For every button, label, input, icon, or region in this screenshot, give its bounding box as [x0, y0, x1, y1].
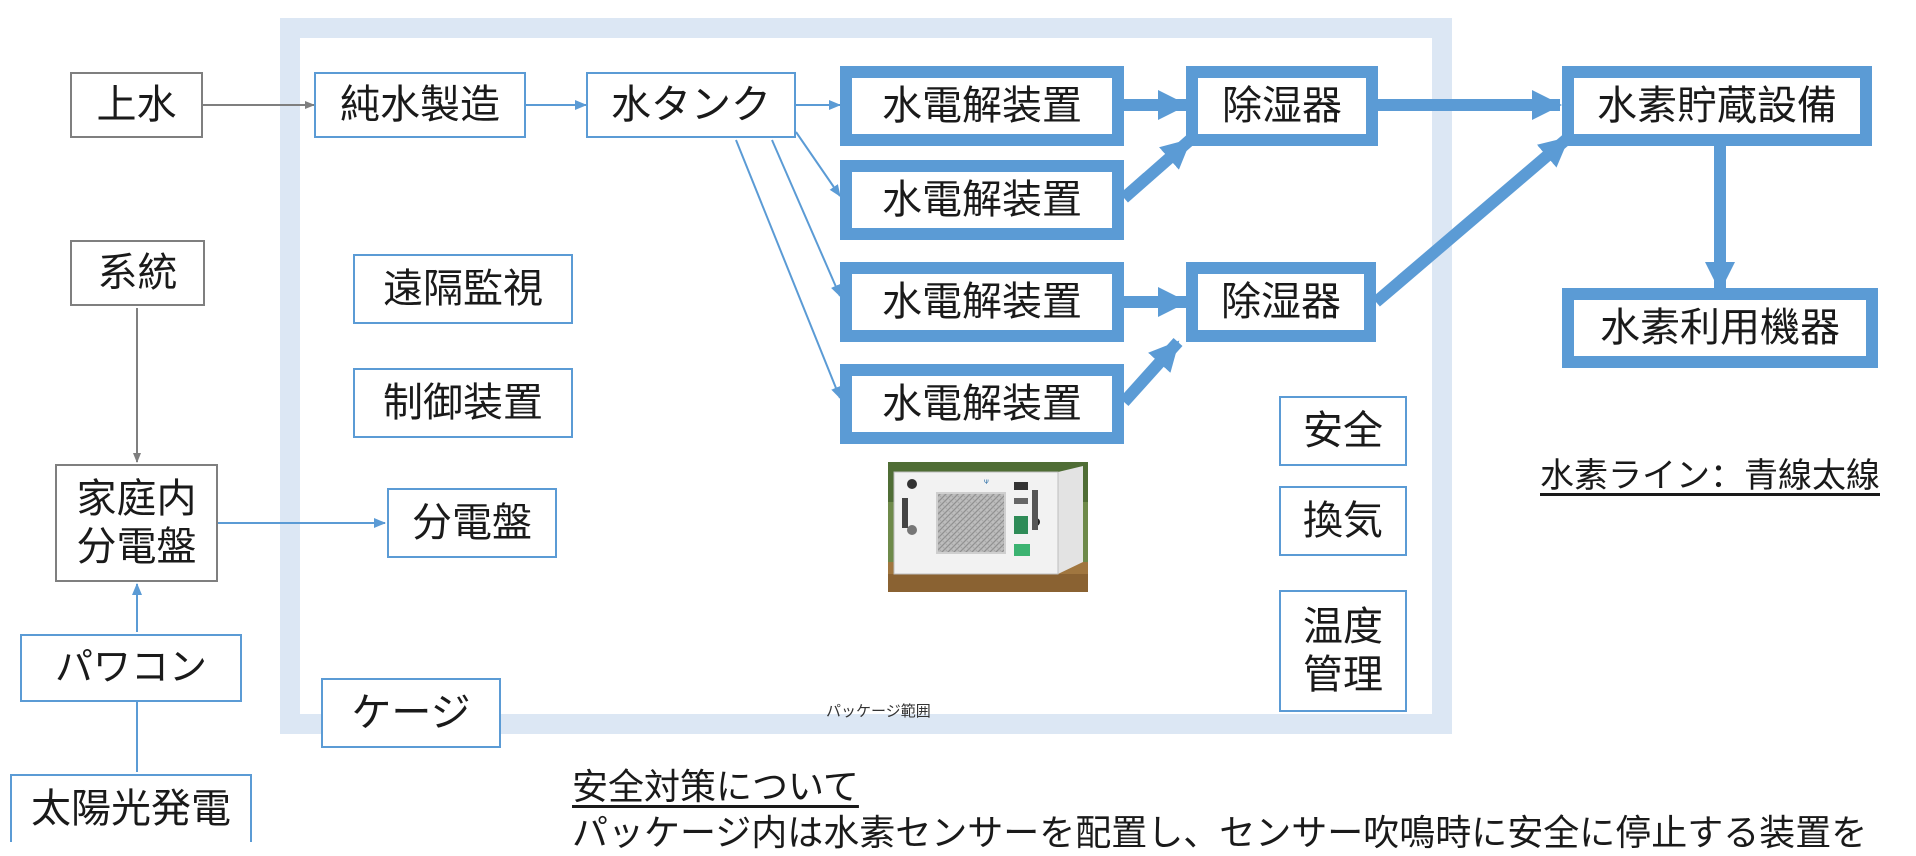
line-joshitsu2-chozo — [1372, 133, 1572, 307]
svg-text:Ψ: Ψ — [984, 479, 989, 486]
enkaku-box: 遠隔監視 — [353, 254, 573, 324]
denkai-box-3: 水電解装置 — [840, 262, 1124, 342]
ondo-line2: 管理 — [1303, 652, 1383, 698]
junsui-box: 純水製造 — [314, 72, 526, 138]
legend-hydrogen-line: 水素ライン：青線太線 — [1540, 456, 1880, 496]
kanki-box: 換気 — [1279, 486, 1407, 556]
chozo-box: 水素貯蔵設備 — [1562, 66, 1872, 146]
line-tank-denkai3 — [771, 139, 841, 297]
katei-line2: 分電盤 — [76, 524, 197, 570]
taiyou-box: 太陽光発電 — [10, 774, 252, 842]
tank-box: 水タンク — [586, 72, 796, 138]
josui-box: 上水 — [70, 72, 203, 138]
katei-line1: 家庭内 — [76, 476, 197, 522]
electrolyzer-photo: Ψ — [888, 462, 1088, 592]
ondo-line1: 温度 — [1303, 604, 1383, 650]
bundenban-box: 分電盤 — [387, 488, 557, 558]
powercon-box: パワコン — [20, 634, 242, 702]
line-denkai4-joshitsu2 — [1119, 337, 1183, 407]
denkai-box-1: 水電解装置 — [840, 66, 1124, 146]
line-denkai2-joshitsu1 — [1120, 135, 1194, 203]
seigyo-box: 制御装置 — [353, 368, 573, 438]
riyou-box: 水素利用機器 — [1562, 288, 1878, 368]
note-heading: 安全対策について — [572, 767, 859, 808]
note-body: パッケージ内は水素センサーを配置し、センサー吹鳴時に安全に停止する装置を — [572, 813, 1868, 854]
denkai-box-2: 水電解装置 — [840, 160, 1124, 240]
joshitsu-box-2: 除湿器 — [1186, 262, 1376, 342]
cage-box: ケージ — [321, 678, 501, 748]
package-label: パッケージ範囲 — [826, 702, 931, 720]
katei-bundenban-box: 家庭内 分電盤 — [55, 464, 218, 582]
anzen-box: 安全 — [1279, 396, 1407, 466]
denkai-box-4: 水電解装置 — [840, 364, 1124, 444]
line-tank-denkai4 — [735, 139, 841, 399]
joshitsu-box-1: 除湿器 — [1186, 66, 1378, 146]
line-tank-denkai2 — [795, 131, 841, 197]
keitou-box: 系統 — [70, 240, 205, 306]
ondo-box: 温度 管理 — [1279, 590, 1407, 712]
package-boundary — [280, 18, 1452, 734]
